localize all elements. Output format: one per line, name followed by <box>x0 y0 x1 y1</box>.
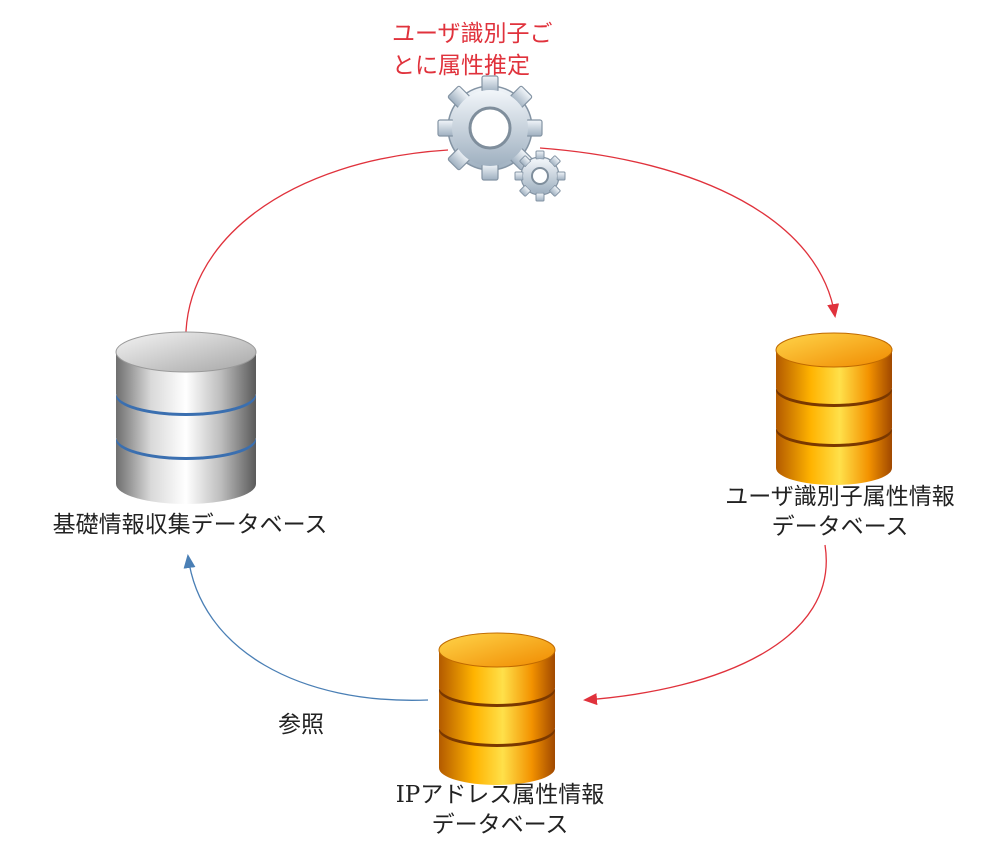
user-db-label-line2: データベース <box>771 514 909 540</box>
database-orange-icon <box>438 632 556 785</box>
edge-user-db-to-ip-db <box>583 544 827 706</box>
gears-icon <box>437 75 566 202</box>
user-db-label: ユーザ識別子属性情報 データベース <box>700 482 980 542</box>
ip-db-label-line2: データベース <box>431 812 569 838</box>
ip-db-label-line1: IPアドレス属性情報 <box>395 782 605 808</box>
ip-db-label: IPアドレス属性情報 データベース <box>360 780 640 840</box>
database-orange-icon <box>775 332 893 485</box>
user-db-label-line1: ユーザ識別子属性情報 <box>725 484 955 510</box>
process-label: ユーザ識別子ご とに属性推定 <box>392 18 553 82</box>
reference-label: 参照 <box>278 712 324 738</box>
process-label-line2: とに属性推定 <box>392 53 530 79</box>
database-gray-icon <box>115 331 257 504</box>
edge-base-to-process <box>185 149 449 349</box>
process-label-line1: ユーザ識別子ご <box>392 21 553 47</box>
edge-ip-db-to-base-reference <box>183 554 429 701</box>
edge-process-to-user-db <box>539 147 840 318</box>
base-db-label: 基礎情報収集データベース <box>52 512 328 538</box>
